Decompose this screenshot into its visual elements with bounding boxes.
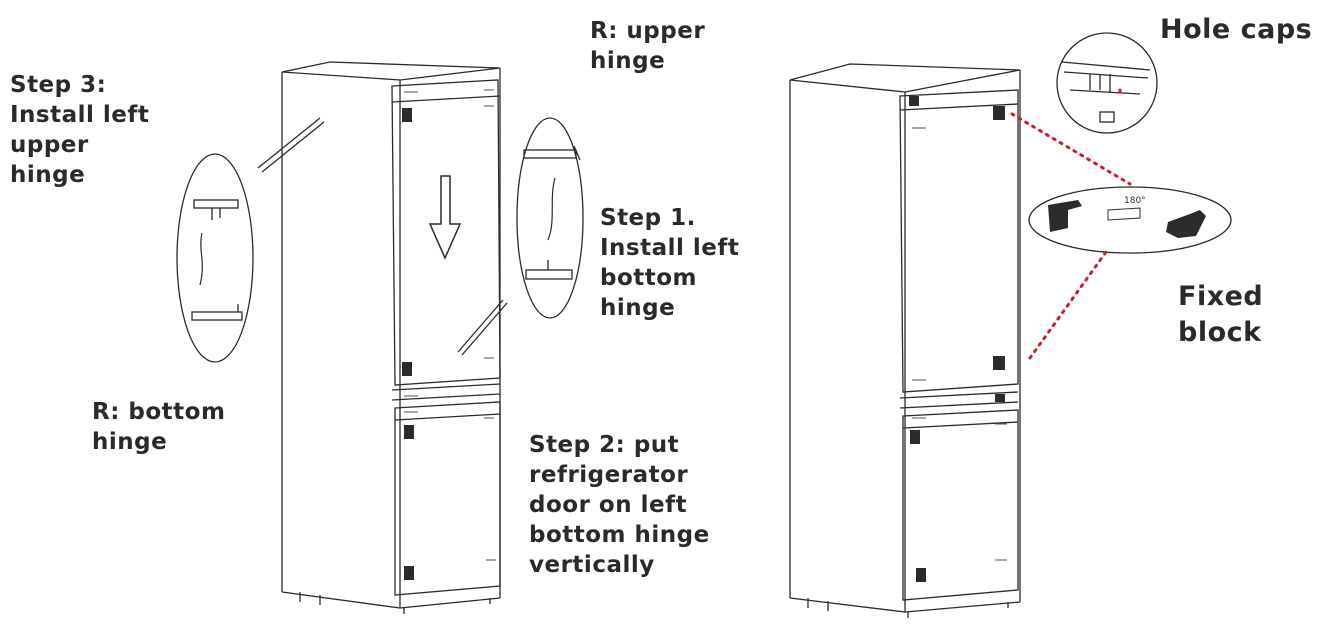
hinge-icon [909,96,1005,582]
right-refrigerator [790,64,1020,618]
left-refrigerator [282,62,500,614]
hole-caps-detail [1057,33,1157,133]
hinge-icon [402,108,414,580]
down-arrow-icon [430,176,460,258]
bottom-hinge-detail [517,118,583,318]
upper-hinge-detail [177,154,253,362]
angle-mark: 180° [1124,196,1146,206]
